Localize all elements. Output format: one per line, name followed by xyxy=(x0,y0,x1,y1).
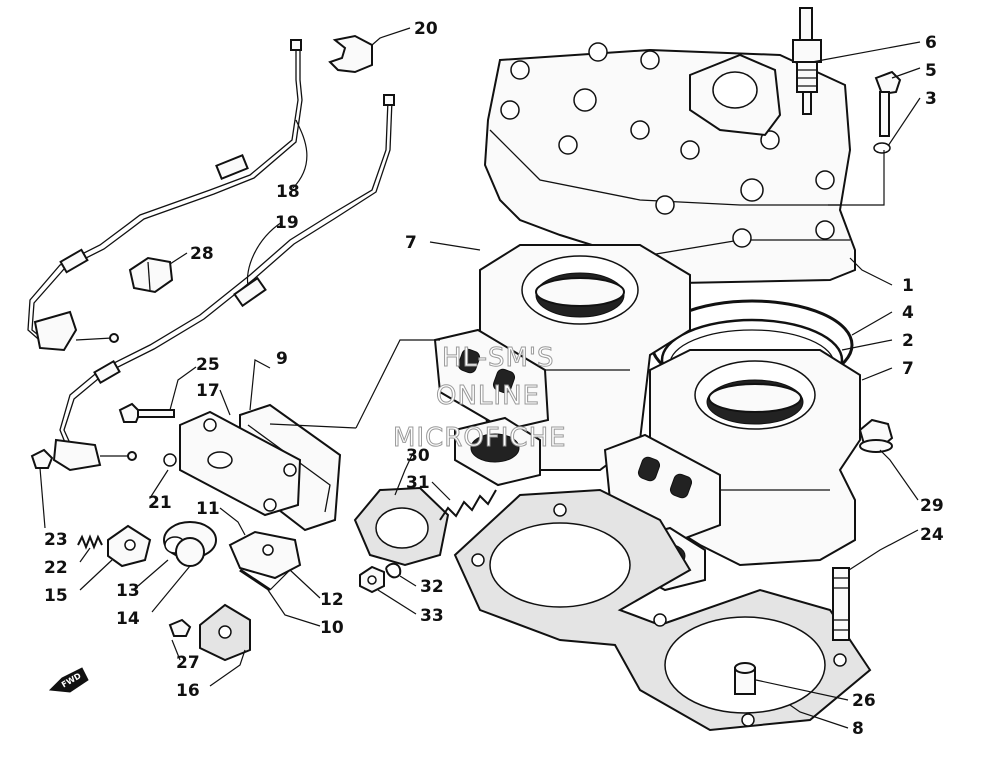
callout-22: 22 xyxy=(44,558,68,578)
spark-plug-6 xyxy=(792,7,822,115)
cylinder-head-1 xyxy=(483,42,856,285)
throttle-cable-18 xyxy=(27,39,303,352)
watermark-line-3: MICROFICHE xyxy=(393,423,567,453)
callout-2: 2 xyxy=(902,331,914,351)
exhaust-gasket-30 xyxy=(353,486,450,567)
exhaust-flange-left xyxy=(454,416,541,487)
head-bolt-5 xyxy=(874,70,902,137)
callout-20: 20 xyxy=(414,19,438,39)
callout-10: 10 xyxy=(320,618,344,638)
cable-clip-20 xyxy=(328,34,373,74)
throttle-cable-19 xyxy=(52,94,395,472)
stud-24 xyxy=(832,567,850,641)
screw-23 xyxy=(30,448,54,469)
callout-23: 23 xyxy=(44,530,68,550)
callout-30: 30 xyxy=(406,446,430,466)
callout-24: 24 xyxy=(920,525,944,545)
callout-18: 18 xyxy=(276,182,300,202)
callout-15: 15 xyxy=(44,586,68,606)
washer-21 xyxy=(163,453,177,467)
callout-1: 1 xyxy=(902,276,914,296)
callout-27: 27 xyxy=(176,653,200,673)
watermark-line-2: ONLINE xyxy=(436,381,540,411)
screw-25 xyxy=(118,402,175,423)
pin-12 xyxy=(239,568,271,592)
intake-flange-right xyxy=(603,433,721,542)
lever-15 xyxy=(107,524,152,568)
callout-32: 32 xyxy=(420,577,444,597)
leader-lines xyxy=(39,27,921,729)
callout-13: 13 xyxy=(116,581,140,601)
callout-14: 14 xyxy=(116,609,140,629)
callout-6: 6 xyxy=(925,33,937,53)
spring-31 xyxy=(439,489,497,521)
callout-12: 12 xyxy=(320,590,344,610)
washer-3 xyxy=(873,142,891,154)
cover-17 xyxy=(179,410,302,517)
callout-7-left: 7 xyxy=(405,233,417,253)
callout-31: 31 xyxy=(406,473,430,493)
callout-21: 21 xyxy=(148,493,172,513)
callout-4: 4 xyxy=(902,303,914,323)
callout-7-right: 7 xyxy=(902,359,914,379)
callout-16: 16 xyxy=(176,681,200,701)
bolt-27 xyxy=(168,618,192,637)
flange-nut-29 xyxy=(858,418,894,453)
callout-11: 11 xyxy=(196,499,220,519)
callout-3: 3 xyxy=(925,89,937,109)
callout-5: 5 xyxy=(925,61,937,81)
callout-numbers: 6 5 3 1 4 2 7 7 8 26 24 29 20 28 18 19 9… xyxy=(44,19,944,739)
callout-33: 33 xyxy=(420,606,444,626)
intake-flange-left xyxy=(433,328,550,432)
callout-17: 17 xyxy=(196,381,220,401)
spring-22 xyxy=(77,534,103,550)
fwd-arrow-icon: FWD xyxy=(48,667,89,693)
cam-14 xyxy=(175,537,205,567)
washer-32 xyxy=(385,562,402,579)
dowel-pin-26 xyxy=(734,662,756,695)
cable-clip-28 xyxy=(128,256,174,294)
callout-9: 9 xyxy=(276,349,288,369)
watermark: HL-SM'S ONLINE MICROFICHE xyxy=(393,343,567,454)
nut-33 xyxy=(359,565,385,594)
callout-19: 19 xyxy=(275,213,299,233)
bracket-11 xyxy=(228,530,302,580)
watermark-line-1: HL-SM'S xyxy=(442,343,555,373)
callout-8: 8 xyxy=(852,719,864,739)
gasket-16 xyxy=(199,603,251,662)
callout-28: 28 xyxy=(190,244,214,264)
callout-26: 26 xyxy=(852,691,876,711)
callout-29: 29 xyxy=(920,496,944,516)
callout-25: 25 xyxy=(196,355,220,375)
